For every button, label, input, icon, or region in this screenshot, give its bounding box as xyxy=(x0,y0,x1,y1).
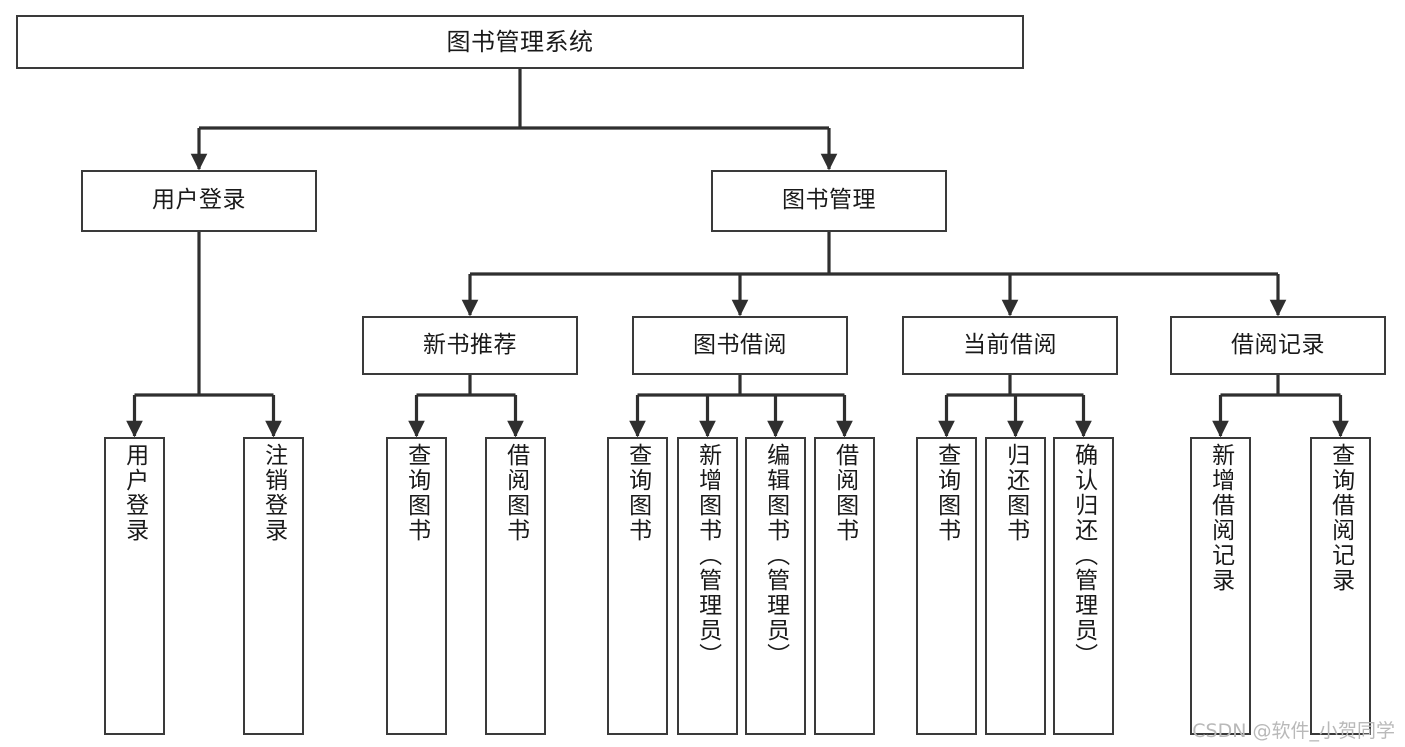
node-label: 编辑图书（管理员） xyxy=(762,443,789,668)
node-book-manage[interactable]: 图书管理 xyxy=(711,170,947,232)
node-label: 借阅图书 xyxy=(502,443,529,543)
node-label: 查询图书 xyxy=(933,443,960,543)
node-leaf-add-record[interactable]: 新增借阅记录 xyxy=(1190,437,1251,735)
node-label: 新增借阅记录 xyxy=(1207,443,1234,593)
node-label: 确认归还（管理员） xyxy=(1070,443,1097,668)
node-user-login[interactable]: 用户登录 xyxy=(81,170,317,232)
node-leaf-query-record[interactable]: 查询借阅记录 xyxy=(1310,437,1371,735)
node-label: 查询借阅记录 xyxy=(1327,443,1354,593)
node-leaf-logout[interactable]: 注销登录 xyxy=(243,437,304,735)
node-leaf-user-login[interactable]: 用户登录 xyxy=(104,437,165,735)
node-leaf-borrow-book-1[interactable]: 借阅图书 xyxy=(485,437,546,735)
node-label: 归还图书 xyxy=(1002,443,1029,543)
node-label: 借阅图书 xyxy=(831,443,858,543)
node-book-borrow[interactable]: 图书借阅 xyxy=(632,316,848,375)
node-new-book-rec[interactable]: 新书推荐 xyxy=(362,316,578,375)
node-label: 新增图书（管理员） xyxy=(694,443,721,668)
node-leaf-query-book-2[interactable]: 查询图书 xyxy=(607,437,668,735)
node-leaf-edit-book[interactable]: 编辑图书（管理员） xyxy=(745,437,806,735)
node-root[interactable]: 图书管理系统 xyxy=(16,15,1024,69)
node-label: 用户登录 xyxy=(121,443,148,543)
node-label: 图书管理 xyxy=(782,187,876,214)
node-label: 图书借阅 xyxy=(693,331,787,358)
node-leaf-borrow-book-2[interactable]: 借阅图书 xyxy=(814,437,875,735)
node-label: 图书管理系统 xyxy=(446,27,594,56)
node-leaf-add-book[interactable]: 新增图书（管理员） xyxy=(677,437,738,735)
node-label: 查询图书 xyxy=(403,443,430,543)
node-label: 借阅记录 xyxy=(1231,331,1325,358)
node-label: 注销登录 xyxy=(260,443,287,543)
node-label: 当前借阅 xyxy=(963,331,1057,358)
node-borrow-record[interactable]: 借阅记录 xyxy=(1170,316,1386,375)
node-leaf-return-book[interactable]: 归还图书 xyxy=(985,437,1046,735)
node-label: 查询图书 xyxy=(624,443,651,543)
node-current-borrow[interactable]: 当前借阅 xyxy=(902,316,1118,375)
watermark: CSDN @软件_小贺同学 xyxy=(1192,720,1395,742)
node-label: 用户登录 xyxy=(152,187,246,214)
node-leaf-query-book-3[interactable]: 查询图书 xyxy=(916,437,977,735)
node-leaf-query-book-1[interactable]: 查询图书 xyxy=(386,437,447,735)
node-label: 新书推荐 xyxy=(423,331,517,358)
node-leaf-confirm-return[interactable]: 确认归还（管理员） xyxy=(1053,437,1114,735)
